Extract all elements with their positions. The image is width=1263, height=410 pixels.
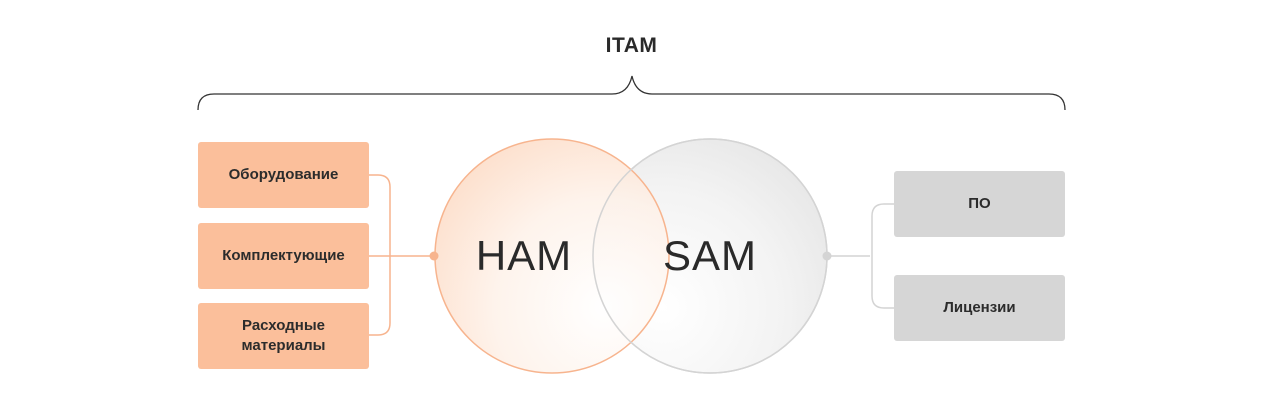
sam-label: SAM — [662, 232, 757, 279]
diagram-title: ITAM — [605, 34, 658, 57]
ham-label: HAM — [475, 232, 573, 279]
sam-item-licenses: Лицензии — [894, 275, 1065, 341]
itam-bracket — [197, 75, 1066, 111]
ham-item-equipment: Оборудование — [198, 142, 369, 208]
ham-item-components: Комплектующие — [198, 223, 369, 289]
ham-connector-lines — [369, 174, 434, 336]
sam-item-software: ПО — [894, 171, 1065, 237]
ham-connector-dot — [429, 251, 439, 261]
sam-connector-dot — [822, 251, 832, 261]
ham-item-consumables: Расходные материалы — [198, 303, 369, 369]
sam-connector-lines — [827, 203, 894, 309]
